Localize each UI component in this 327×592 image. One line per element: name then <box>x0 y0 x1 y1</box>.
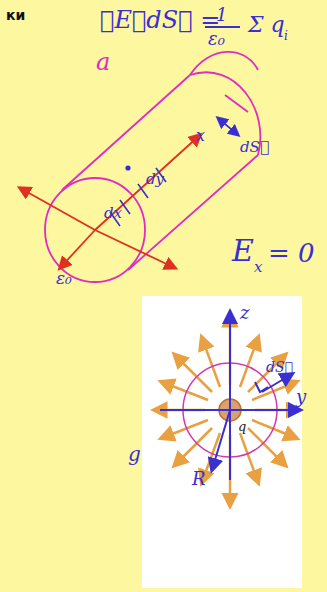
formula-index: i <box>284 30 288 42</box>
field-arrows <box>20 135 200 268</box>
fragment-label: g <box>128 444 141 464</box>
picture-panel <box>142 296 302 588</box>
cylinder <box>45 52 260 282</box>
element-label: dx <box>104 206 122 221</box>
constant-label: ε₀ <box>56 270 72 287</box>
formula-denominator: ε₀ <box>208 30 225 48</box>
field-index: x <box>254 260 262 275</box>
dimension-label: a <box>96 50 110 74</box>
axis-label: x <box>196 128 205 144</box>
formula-numerator: 1 <box>216 6 227 24</box>
vector-label: dS⃗ <box>266 360 293 374</box>
charge-label: q <box>238 420 246 433</box>
formula-sum: Σ q <box>248 14 285 36</box>
field-symbol: E <box>232 236 254 266</box>
formula: ∮E⃗dS⃗ = <box>100 8 220 32</box>
element-label: dy <box>146 172 164 187</box>
axis-label: R <box>192 470 206 488</box>
field-value: = 0 <box>268 240 315 266</box>
axes <box>160 312 300 480</box>
vector-label: dS⃗ <box>240 140 269 155</box>
heading-fragment: ки <box>6 8 25 22</box>
axis-label: y <box>296 388 306 406</box>
element-marks <box>110 118 238 226</box>
axis-label: z <box>240 304 249 322</box>
